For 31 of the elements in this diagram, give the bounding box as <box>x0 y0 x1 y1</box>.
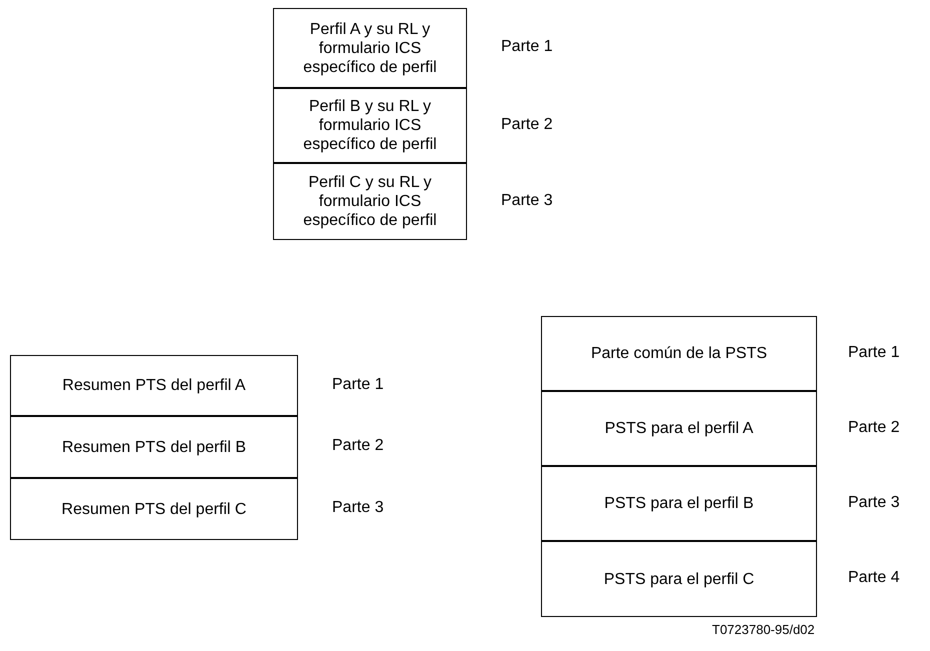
part-label: Parte 2 <box>501 116 553 134</box>
text-box <box>541 466 817 541</box>
box-text: Resumen PTS del perfil C <box>62 500 246 518</box>
text-box <box>10 478 298 540</box>
part-label: Parte 2 <box>848 418 900 436</box>
text-box <box>273 88 467 163</box>
box-text: Resumen PTS del perfil B <box>62 438 246 456</box>
part-label: Parte 4 <box>848 569 900 587</box>
part-label: Parte 2 <box>332 437 384 455</box>
box-text: PSTS para el perfil B <box>604 494 754 513</box>
box-text: Perfil A y su RL y formulario ICS específico de perfil <box>302 20 438 76</box>
text-box <box>273 163 467 240</box>
text-box <box>273 8 467 88</box>
text-box <box>10 355 298 416</box>
part-label: Parte 3 <box>501 192 553 210</box>
part-label: Parte 1 <box>501 38 553 56</box>
box-text: Parte común de la PSTS <box>590 344 768 363</box>
part-label: Parte 3 <box>332 499 384 517</box>
box-text: Perfil C y su RL y formulario ICS específico de perfil <box>302 173 438 230</box>
part-label: Parte 1 <box>848 344 900 362</box>
box-text: PSTS para el perfil C <box>604 570 754 588</box>
box-text: PSTS para el perfil A <box>604 419 754 438</box>
text-box <box>541 316 817 391</box>
figure-code: T0723780-95/d02 <box>712 622 815 637</box>
text-box <box>541 391 817 466</box>
box-text: Perfil B y su RL y formulario ICS específico de perfil <box>302 97 438 154</box>
part-label: Parte 1 <box>332 376 384 394</box>
box-text: Resumen PTS del perfil A <box>62 376 246 395</box>
text-box <box>10 416 298 478</box>
text-box <box>541 541 817 617</box>
part-label: Parte 3 <box>848 494 900 512</box>
